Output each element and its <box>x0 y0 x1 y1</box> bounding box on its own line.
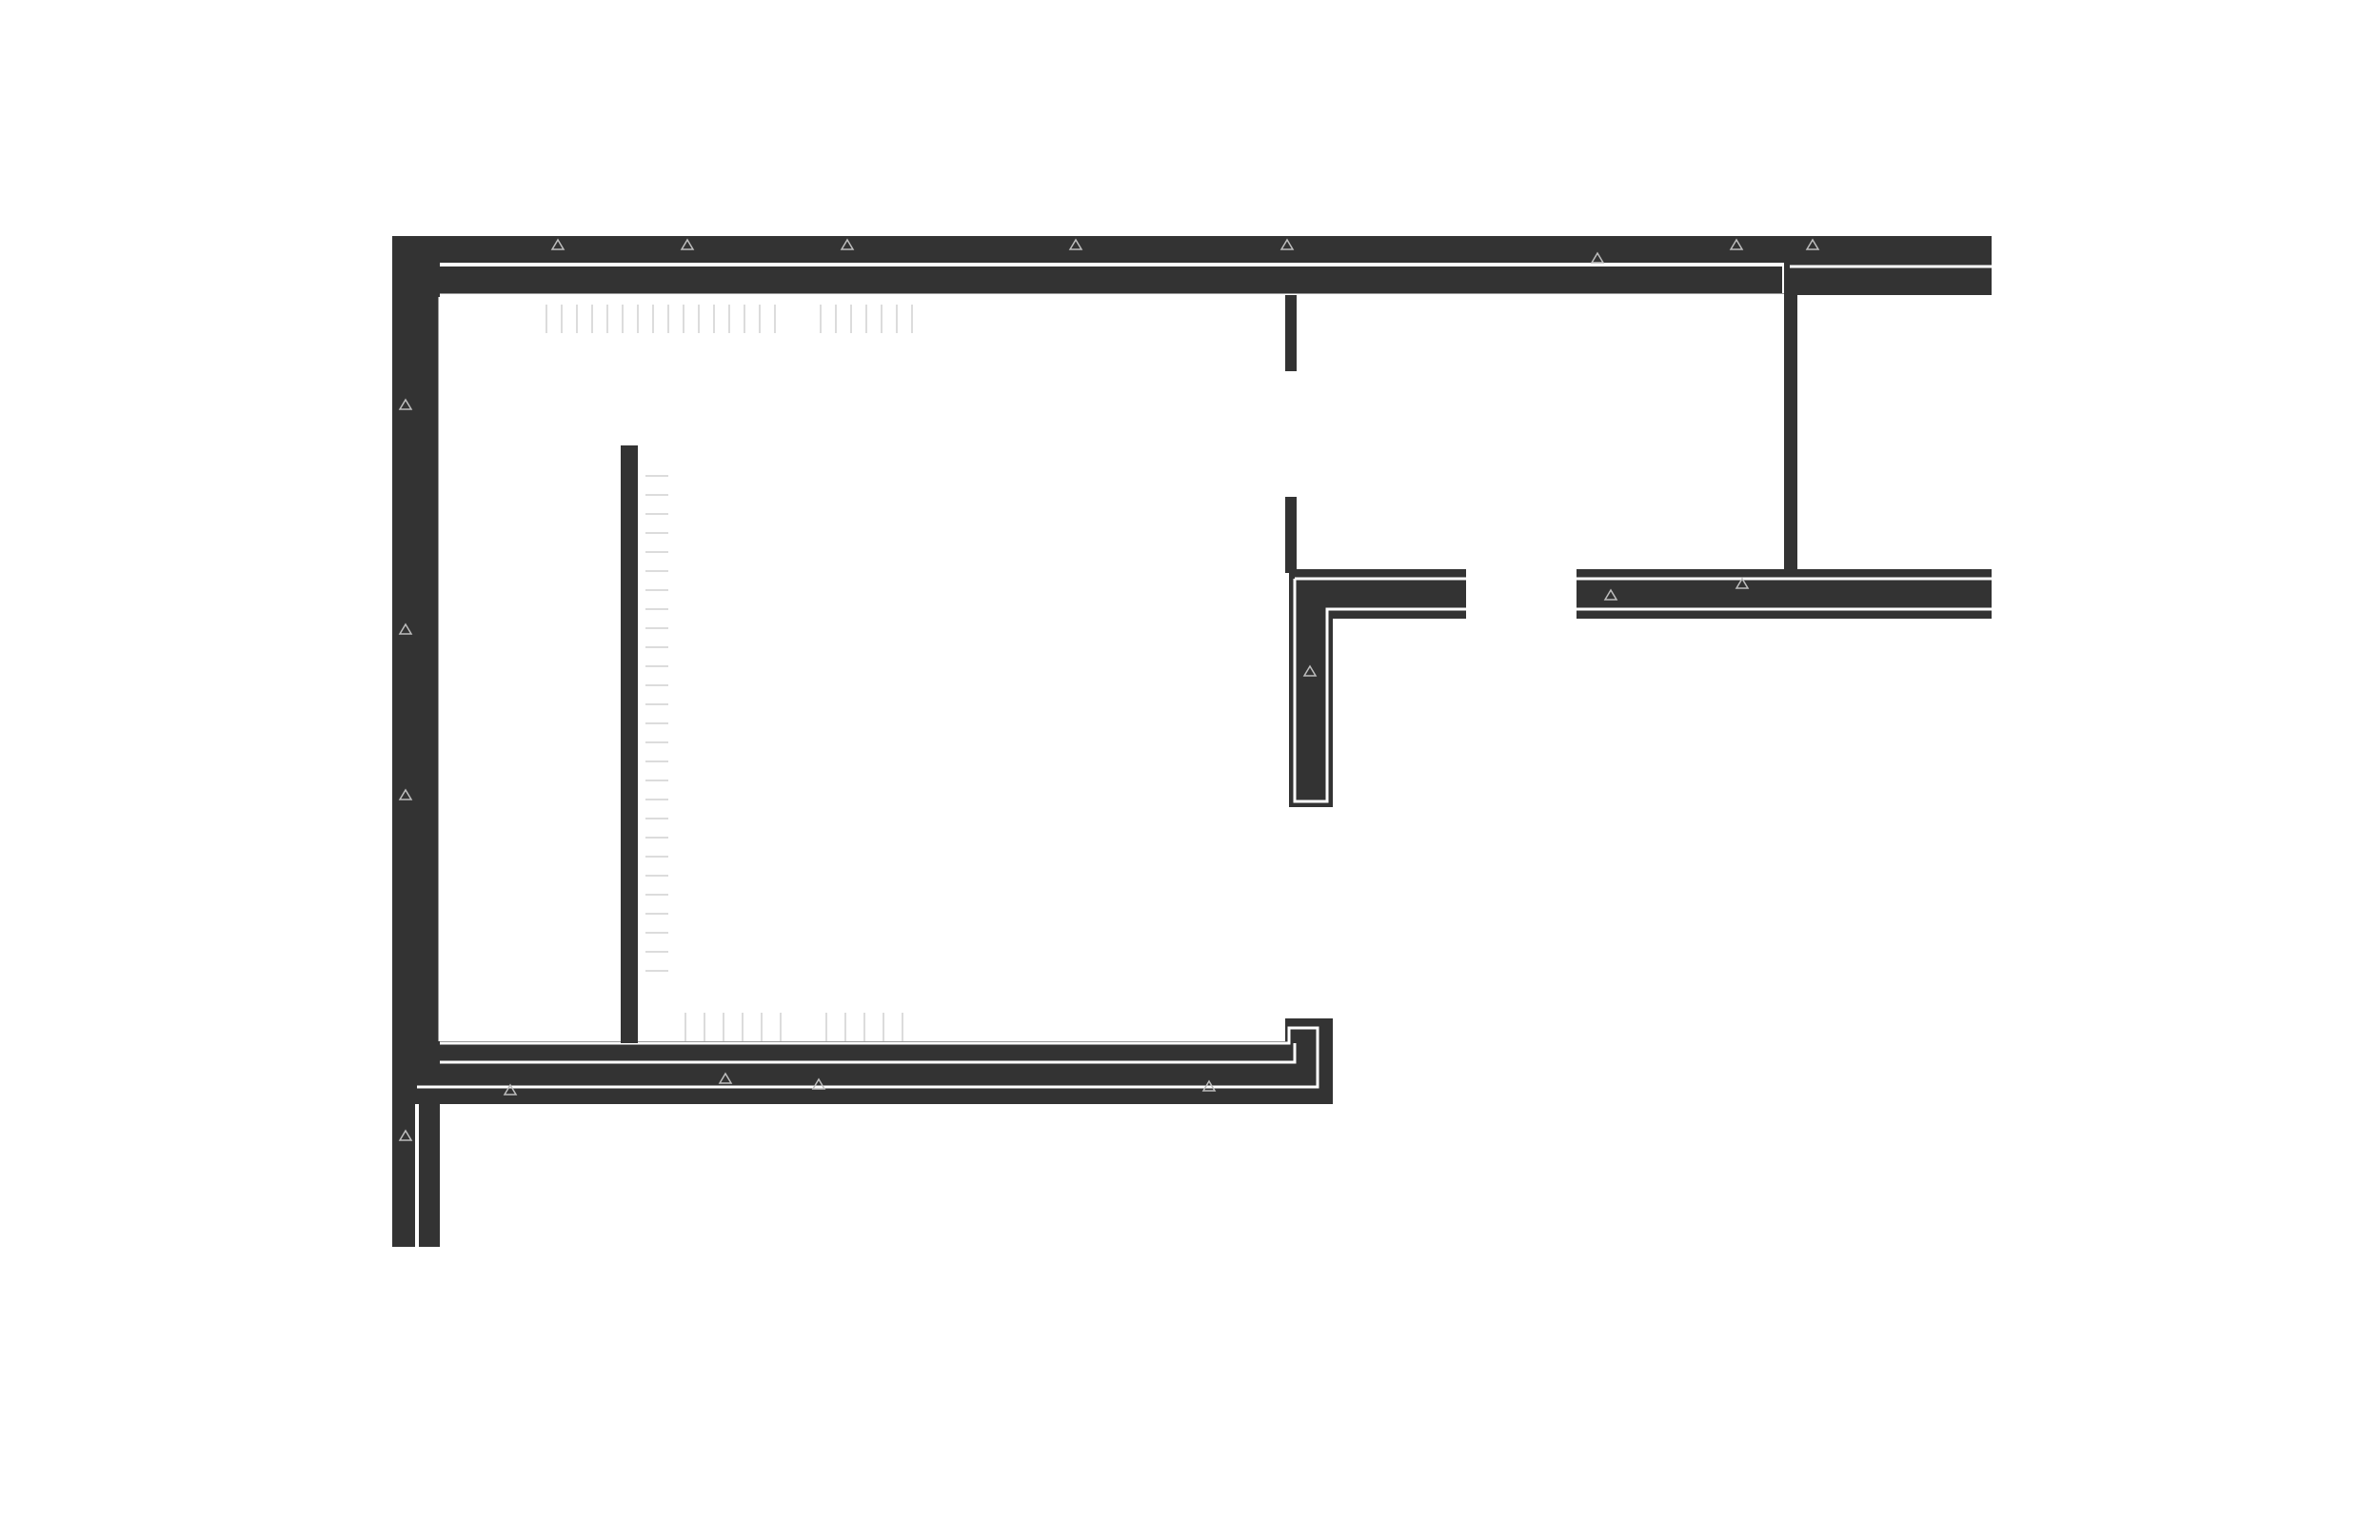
shelving-bottom <box>684 1013 903 1041</box>
south-exterior-wall <box>392 1018 1333 1104</box>
east-upper-wall <box>1784 236 1992 571</box>
partition-center <box>1285 295 1297 371</box>
east-lower-wall <box>1289 569 1992 807</box>
concrete-hatching <box>398 238 1820 1141</box>
shelving-left <box>645 475 668 972</box>
shelving-top <box>545 305 913 333</box>
partition-left <box>621 445 638 1043</box>
partition-right <box>1285 497 1297 573</box>
